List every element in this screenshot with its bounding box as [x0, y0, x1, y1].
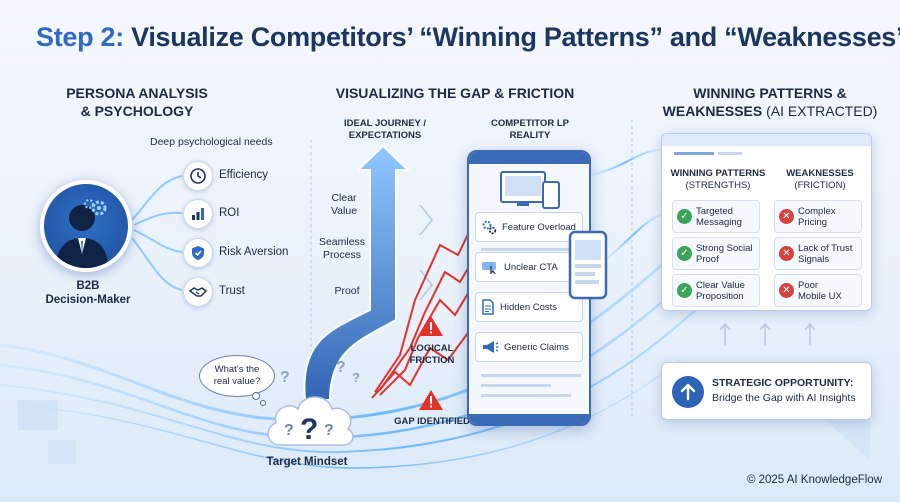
ideal-journey-arrow — [303, 144, 411, 401]
megaphone-icon — [483, 341, 499, 353]
handshake-icon — [183, 277, 213, 307]
arrow-up-icon — [672, 376, 704, 408]
mobile-phone-icon — [568, 230, 608, 300]
check-icon: ✓ — [677, 283, 692, 298]
strategic-opportunity-card: STRATEGIC OPPORTUNITY: Bridge the Gap wi… — [661, 362, 872, 420]
clock-icon — [183, 161, 213, 191]
persona-need-connectors — [131, 175, 183, 291]
document-icon — [482, 299, 494, 315]
cross-icon: ✕ — [779, 283, 794, 298]
persona-role: B2B Decision-Maker — [45, 280, 131, 306]
competitor-heading: COMPETITOR LP REALITY — [491, 118, 569, 141]
patterns-heading: WINNING PATTERNS & WEAKNESSES (AI EXTRAC… — [662, 85, 878, 119]
opportunity-subtitle: Bridge the Gap with AI Insights — [712, 392, 856, 404]
bubble-tail-icon — [251, 392, 267, 407]
cross-icon: ✕ — [779, 209, 794, 224]
gears-icon — [482, 220, 497, 235]
cross-icon: ✕ — [779, 246, 794, 261]
gap-heading: VISUALIZING THE GAP & FRICTION — [335, 85, 575, 101]
lp-item-generic-claims: Generic Claims — [475, 332, 583, 362]
bar-chart-icon — [183, 199, 213, 229]
logical-friction-label: LOGICAL FRICTION — [409, 343, 455, 366]
persona-heading: PERSONA ANALYSIS & PSYCHOLOGY — [66, 85, 208, 119]
devices-icon — [500, 171, 560, 209]
journey-proof: Proof — [334, 285, 360, 297]
need-efficiency-label: Efficiency — [219, 169, 269, 181]
competitor-lp-mockup: Feature Overload Unclear CTA Hidden Cost… — [467, 150, 591, 426]
need-trust-label: Trust — [219, 285, 245, 297]
need-risk-aversion-label: Risk Aversion — [219, 246, 289, 258]
svg-text:?: ? — [300, 413, 318, 446]
svg-text:?: ? — [280, 369, 290, 386]
needs-caption: Deep psychological needs — [150, 136, 273, 148]
lp-item-unclear-cta: Unclear CTA — [475, 252, 583, 282]
patterns-panel: WINNING PATTERNS (STRENGTHS) WEAKNESSES … — [661, 133, 872, 311]
svg-text:?: ? — [284, 422, 294, 439]
winning-patterns-head: WINNING PATTERNS (STRENGTHS) — [670, 168, 766, 191]
svg-text:?: ? — [352, 370, 360, 385]
target-mindset-label: Target Mindset — [266, 456, 348, 468]
question-cloud-icon: ? ? ? — [267, 396, 354, 446]
friction-zigzags — [371, 229, 471, 399]
copyright: © 2025 AI KnowledgeFlow — [746, 474, 882, 486]
ideal-journey-heading: IDEAL JOURNEY / EXPECTATIONS — [343, 118, 426, 141]
avatar — [40, 180, 132, 272]
check-icon: ✓ — [677, 209, 692, 224]
svg-text:?: ? — [324, 422, 334, 439]
check-icon: ✓ — [677, 246, 692, 261]
warning-triangle-icon — [419, 316, 443, 336]
journey-clear-value: Clear Value — [330, 192, 358, 217]
opportunity-title: STRATEGIC OPPORTUNITY: — [712, 377, 854, 389]
journey-seamless-process: Seamless Process — [318, 236, 366, 261]
cursor-button-icon — [482, 262, 496, 274]
need-roi-label: ROI — [219, 207, 240, 219]
lp-item-hidden-costs: Hidden Costs — [475, 292, 583, 322]
warning-triangle-icon — [419, 390, 443, 410]
shield-icon — [183, 238, 213, 268]
lp-item-feature-overload: Feature Overload — [475, 212, 583, 242]
page-title: Step 2: Visualize Competitors’ “Winning … — [36, 22, 900, 52]
floating-questions-icon: ? ? ? — [280, 359, 360, 386]
weaknesses-head: WEAKNESSES (FRICTION) — [786, 168, 854, 191]
gap-identified-label: GAP IDENTIFIED — [394, 416, 470, 427]
businessman-icon — [56, 199, 108, 268]
svg-text:?: ? — [336, 359, 346, 376]
